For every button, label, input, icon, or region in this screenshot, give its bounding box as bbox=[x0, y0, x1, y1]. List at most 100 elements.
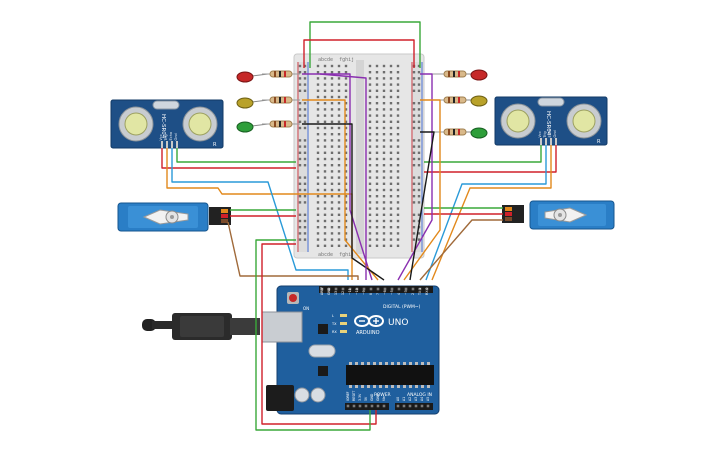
sensor-pin[interactable] bbox=[166, 141, 168, 149]
sensor-pin[interactable] bbox=[176, 141, 178, 149]
usb-cable[interactable] bbox=[142, 313, 260, 340]
sensor-pin[interactable] bbox=[550, 138, 552, 146]
wire-left-sensor-echo[interactable] bbox=[171, 148, 349, 280]
header-pin[interactable] bbox=[327, 287, 331, 291]
sensor-pin-label: Echo bbox=[548, 129, 552, 138]
header-pin[interactable] bbox=[346, 404, 350, 408]
arduino-logo-icon bbox=[354, 315, 384, 327]
sensor-right-model-label: HC-SR04 bbox=[545, 111, 551, 136]
breadboard: abcde fghij abcde fghij bbox=[293, 53, 425, 259]
header-pin[interactable] bbox=[404, 287, 408, 291]
header-pin-label: 12 bbox=[341, 291, 345, 295]
wire-led-right-green[interactable] bbox=[409, 131, 435, 281]
sensor-pin-label: Vcc bbox=[538, 131, 542, 137]
sensor-pin[interactable] bbox=[555, 138, 557, 146]
sensor-pin-label: Echo bbox=[169, 132, 173, 141]
header-pin-label: ~3 bbox=[404, 290, 408, 295]
header-pin[interactable] bbox=[426, 404, 430, 408]
header-pin[interactable] bbox=[402, 404, 406, 408]
header-pin-label: 8 bbox=[369, 293, 373, 295]
header-pin[interactable] bbox=[418, 287, 422, 291]
header-pin-label: A1 bbox=[402, 397, 406, 401]
header-pin-label: ~5 bbox=[390, 290, 394, 295]
wire-green-top-loop[interactable] bbox=[309, 21, 421, 68]
wire-led-left-green[interactable] bbox=[302, 123, 385, 281]
header-pin[interactable] bbox=[320, 287, 324, 291]
wire-purple-center[interactable] bbox=[319, 73, 367, 280]
header-pin[interactable] bbox=[376, 404, 380, 408]
header-pin[interactable] bbox=[408, 404, 412, 408]
header-pin[interactable] bbox=[370, 404, 374, 408]
header-pin[interactable] bbox=[414, 404, 418, 408]
wire-right-sensor-vcc[interactable] bbox=[424, 145, 557, 173]
resistor-left-1[interactable] bbox=[262, 70, 300, 78]
header-pin-label: Vin bbox=[382, 396, 386, 401]
wire-left-sensor-vcc[interactable] bbox=[161, 148, 296, 169]
breadboard-columns-top: abcde fghij bbox=[318, 57, 354, 63]
header-pin[interactable] bbox=[334, 287, 338, 291]
header-pin[interactable] bbox=[362, 287, 366, 291]
board-led bbox=[340, 330, 347, 333]
header-pin-label: RESET bbox=[352, 391, 356, 401]
header-pin[interactable] bbox=[396, 404, 400, 408]
wire-right-sensor-echo[interactable] bbox=[425, 145, 547, 281]
board-led bbox=[340, 322, 347, 325]
header-pin[interactable] bbox=[358, 404, 362, 408]
sensor-pin-label: Gnd bbox=[553, 130, 557, 137]
header-pin-label: 13 bbox=[334, 291, 338, 295]
header-pin[interactable] bbox=[364, 404, 368, 408]
header-pin-label: GND bbox=[327, 287, 331, 295]
breadboard-columns-bottom: abcde fghij bbox=[318, 252, 354, 258]
header-pin[interactable] bbox=[425, 287, 429, 291]
wire-power-5v[interactable] bbox=[261, 243, 377, 425]
resistor-left-3[interactable] bbox=[262, 120, 300, 128]
header-pin-label: A4 bbox=[420, 397, 424, 401]
wire-right-sensor-trig[interactable] bbox=[431, 145, 552, 281]
header-pin[interactable] bbox=[369, 287, 373, 291]
wire-power-gnd[interactable] bbox=[255, 239, 371, 431]
header-pin[interactable] bbox=[341, 287, 345, 291]
header-pin-label: A3 bbox=[414, 397, 418, 401]
wire-left-sensor-gnd[interactable] bbox=[176, 148, 296, 163]
header-pin[interactable] bbox=[382, 404, 386, 408]
led-yellow-right[interactable] bbox=[462, 95, 488, 107]
header-pin[interactable] bbox=[411, 287, 415, 291]
wire-left-servo-signal[interactable] bbox=[227, 221, 359, 280]
wire-led-right-yellow[interactable] bbox=[403, 99, 441, 281]
sensor-pin[interactable] bbox=[540, 138, 542, 146]
header-pin[interactable] bbox=[348, 287, 352, 291]
wire-led-left-yellow[interactable] bbox=[302, 99, 379, 281]
sensor-pin-label: Vcc bbox=[159, 134, 163, 140]
header-pin-label: 3.3V bbox=[358, 393, 362, 401]
header-pin-label: GND bbox=[370, 393, 374, 401]
header-pin-label: A2 bbox=[408, 397, 412, 401]
arduino-uno-board[interactable]: ARDUINO UNO DIGITAL (PWM~) POWER ANALOG … bbox=[261, 285, 440, 415]
wires bbox=[161, 21, 557, 431]
arduino-brand-label: ARDUINO bbox=[356, 330, 380, 336]
header-pin[interactable] bbox=[352, 404, 356, 408]
header-pin[interactable] bbox=[376, 287, 380, 291]
header-pin[interactable] bbox=[383, 287, 387, 291]
header-pin-label: GND bbox=[376, 393, 380, 401]
resistor-left-2[interactable] bbox=[262, 96, 300, 104]
arduino-power-label: POWER bbox=[374, 392, 391, 398]
arduino-digital-label: DIGITAL (PWM~) bbox=[383, 304, 421, 310]
wire-right-sensor-gnd[interactable] bbox=[424, 145, 542, 163]
resistor-right-1[interactable] bbox=[425, 70, 467, 78]
servo-right[interactable] bbox=[502, 200, 615, 230]
header-pin[interactable] bbox=[390, 287, 394, 291]
servo-left[interactable] bbox=[117, 202, 231, 232]
header-pin-label: TX 1 bbox=[418, 288, 422, 296]
header-pin[interactable] bbox=[355, 287, 359, 291]
wire-red-top-loop[interactable] bbox=[303, 39, 415, 68]
sensor-pin[interactable] bbox=[161, 141, 163, 149]
sensor-pin[interactable] bbox=[171, 141, 173, 149]
wire-right-servo-signal[interactable] bbox=[419, 219, 503, 281]
header-pin[interactable] bbox=[397, 287, 401, 291]
header-pin[interactable] bbox=[420, 404, 424, 408]
header-pin-label: 5V bbox=[364, 396, 368, 401]
sensor-pin[interactable] bbox=[545, 138, 547, 146]
